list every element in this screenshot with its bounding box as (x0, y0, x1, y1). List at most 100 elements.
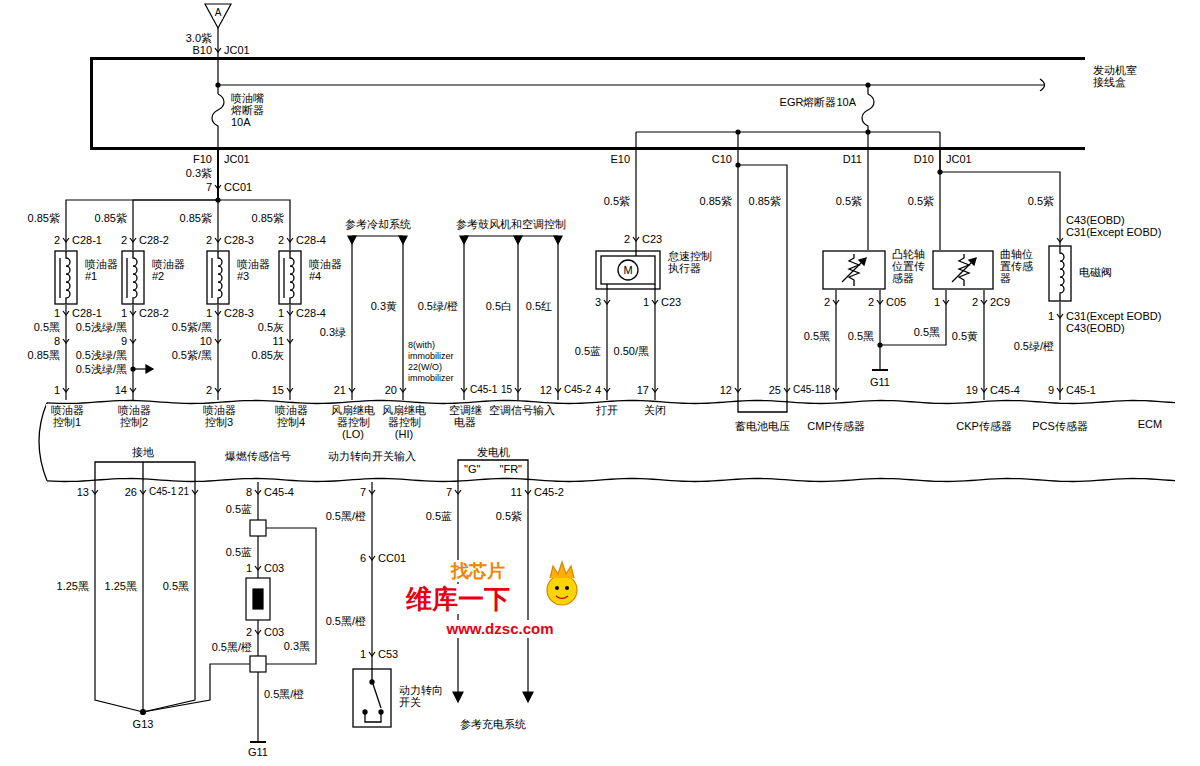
note: 参考充电系统 (459, 718, 527, 730)
connector-id: C45-1 (148, 486, 177, 498)
component-name: 电磁阀 (1078, 266, 1113, 278)
knock-sensor-symbol (257, 482, 258, 520)
wire (835, 290, 836, 400)
wire-spec: 0.5黑/橙 (211, 641, 253, 653)
pin-number: 2 (623, 233, 631, 245)
ground-label: G11 (247, 746, 269, 758)
note: immobilizer (407, 351, 455, 362)
pin-number: 10 (199, 335, 213, 347)
fuse-symbol (862, 85, 874, 132)
solenoid-valve-symbol (1049, 246, 1071, 301)
wire-spec: 0.5黑/橙 (325, 510, 367, 522)
pin-number: 2 (971, 296, 979, 308)
connector-id: JC01 (945, 153, 973, 165)
fuse-label: EGR熔断器10A (779, 96, 857, 108)
injector-symbol (55, 251, 77, 304)
cam-sensor-outline (822, 250, 886, 290)
pin-number: 7 (445, 486, 453, 498)
component-name: 喷油器 #4 (308, 258, 344, 282)
ecm-pin-function: 爆燃传感信号 (224, 450, 292, 462)
bus-line (218, 84, 1045, 85)
pin-number: 6 (359, 552, 367, 564)
wire-spec: 0.5白 (485, 300, 513, 312)
wire-spec: 0.5紫 (835, 195, 863, 207)
component-name: 凸轮轴位置传感器 (891, 248, 929, 284)
wire-spec: 0.5黑 (847, 330, 875, 342)
injector-outline (121, 250, 145, 305)
connector-id: C45-1 (469, 384, 498, 396)
wire-spec: 0.5蓝 (225, 546, 253, 558)
wire-spec: 0.85灰 (251, 349, 285, 361)
wire-spec: 0.5紫/黑 (171, 321, 213, 333)
ecm-pin-function: 空调继电器 (446, 404, 484, 428)
connector-id: JC01 (223, 44, 251, 56)
pin-number: 19 (965, 384, 979, 396)
reference-bracket (352, 235, 403, 236)
wire-spec: 0.5蓝 (425, 510, 453, 522)
connector-id: C31(Except EOBD) (1065, 226, 1162, 238)
ground-wire (95, 482, 143, 712)
connector-id: 2C9 (989, 296, 1011, 308)
idle-actuator-symbol (607, 250, 655, 290)
switch-box-symbol (365, 714, 381, 722)
crank-sensor: 曲轴位置传感器 (932, 250, 994, 290)
connector-mark (63, 48, 1063, 656)
connector-id: C28-2 (138, 234, 170, 246)
connector-id: JC01 (223, 153, 251, 165)
knock-sensor-symbol (266, 528, 316, 664)
switch-box: 动力转向开关 (352, 668, 392, 728)
ecm-pin-function: 喷油器控制2 (113, 404, 155, 428)
connector-mark (255, 566, 261, 570)
wire-spec: 0.5黑 (803, 330, 831, 342)
wire (867, 150, 868, 250)
ground-label: G13 (132, 718, 155, 730)
ecm-band-symbol (35, 400, 1175, 482)
wire-spec: 0.85紫 (699, 195, 733, 207)
wire-spec: 0.85紫 (94, 212, 128, 224)
connector-mark (140, 490, 146, 494)
ecm-pin-function: 接地 (131, 446, 155, 458)
knock-sensor-symbol (250, 520, 266, 536)
pin-number: 11 (510, 486, 523, 498)
injector: 喷油器 #3 (206, 250, 230, 305)
crank-sensor-outline (932, 250, 994, 290)
ecm-band: ECM喷油器控制1喷油器控制2喷油器控制3喷油器控制4风扇继电器控制(LO)风扇… (35, 400, 1175, 482)
cam-sensor: 凸轮轴位置传感器 (822, 250, 886, 290)
watermark-mascot (547, 575, 577, 605)
pin-number: 8 (245, 486, 253, 498)
connector-id: C31(Except EOBD) (1065, 310, 1162, 322)
knock-sensor-symbol (250, 741, 266, 743)
watermark-mascot (565, 586, 569, 590)
injector-symbol (207, 251, 229, 304)
connector-mark (215, 48, 221, 52)
wire (1059, 302, 1060, 400)
sensor-ground-wire (872, 290, 946, 370)
wire (66, 150, 218, 250)
wire-spec: 0.5蓝 (225, 503, 253, 515)
wire-spec: 0.85紫 (27, 212, 61, 224)
connector-id: C45-1 (1065, 384, 1097, 396)
connector-id: C28-3 (223, 307, 255, 319)
pin-number: 2 (867, 296, 875, 308)
wire-spec: 0.85紫 (748, 195, 782, 207)
wire-spec: 0.5红 (525, 300, 553, 312)
injector-symbol (59, 258, 60, 298)
injector-outline (206, 250, 230, 305)
note: 22(W/O) (407, 362, 443, 373)
reference-bracket (348, 236, 407, 244)
injector: 喷油器 #1 (54, 250, 78, 305)
battery-branch-wire (738, 165, 787, 400)
connector-mark (192, 490, 198, 494)
pin-number: 2 (120, 234, 128, 246)
fuse-symbol (212, 85, 874, 150)
pin-number: 7 (359, 486, 367, 498)
connector-id: C10 (711, 153, 733, 165)
wire-spec: 0.5黑/橙 (325, 615, 367, 627)
pin-number: 1 (53, 384, 61, 396)
switch-box-symbol (370, 680, 374, 684)
connector-id: C03 (263, 562, 285, 574)
generator-wire (453, 692, 533, 702)
ecm-band-symbol (35, 400, 1175, 482)
